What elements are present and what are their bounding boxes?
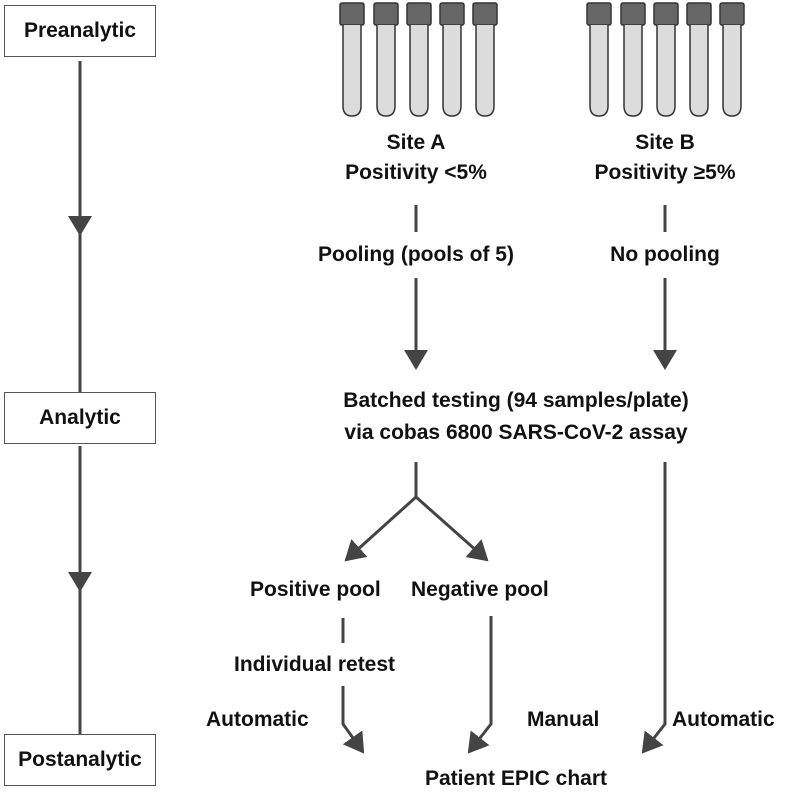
automatic-label-site-a: Automatic (206, 708, 309, 731)
site-b-name: Site B (635, 131, 695, 154)
testing-line-1: Batched testing (94 samples/plate) (343, 389, 689, 412)
positive-pool-label: Positive pool (250, 578, 381, 601)
sample-tube-icon (620, 2, 646, 117)
site-a-positivity: Positivity <5% (345, 161, 487, 184)
split-arrow-positive (344, 495, 418, 562)
stage-analytic-label: Analytic (39, 406, 121, 429)
stage-analytic: Analytic (4, 392, 156, 444)
stage-preanalytic-label: Preanalytic (23, 19, 137, 42)
stage-preanalytic: Preanalytic (4, 5, 156, 57)
site-b-no-pooling: No pooling (610, 243, 720, 266)
site-a-name: Site A (386, 131, 446, 154)
site-a-pooling: Pooling (pools of 5) (318, 243, 514, 266)
stage-postanalytic: Postanalytic (4, 734, 156, 786)
split-arrow-negative (415, 495, 489, 562)
sample-tube-icon (406, 2, 432, 117)
patient-epic-chart-label: Patient EPIC chart (424, 767, 608, 790)
sample-tube-icon (472, 2, 498, 117)
sample-tube-icon (339, 2, 365, 117)
sample-tube-icon (653, 2, 679, 117)
individual-retest-label: Individual retest (234, 653, 396, 676)
sample-tube-icon (686, 2, 712, 117)
negative-to-chart-arrow (467, 616, 493, 754)
automatic-label-site-b: Automatic (672, 708, 775, 731)
testing-line-2: via cobas 6800 SARS-CoV-2 assay (344, 421, 688, 444)
manual-label: Manual (527, 708, 600, 731)
sample-tube-icon (586, 2, 612, 117)
site-b-to-chart-arrow (641, 462, 667, 754)
sample-tube-icon (439, 2, 465, 117)
site-b-positivity: Positivity ≥5% (594, 161, 736, 184)
retest-to-chart-arrow (341, 686, 365, 754)
sample-tube-icon (373, 2, 399, 117)
sample-tube-icon (719, 2, 745, 117)
stage-postanalytic-label: Postanalytic (18, 748, 142, 771)
negative-pool-label: Negative pool (411, 578, 549, 601)
